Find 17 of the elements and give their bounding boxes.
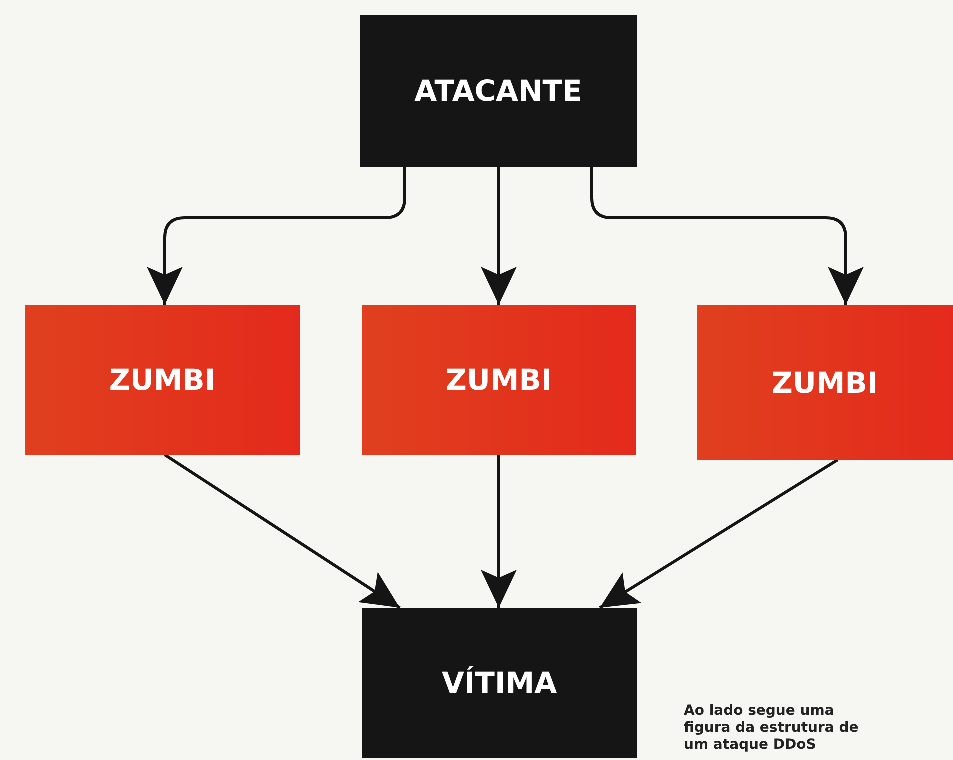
host-box bbox=[360, 15, 637, 167]
caption-text: Ao lado segue uma figura da estrutura de um ataque DDoS bbox=[684, 703, 860, 754]
zombie-box bbox=[25, 305, 300, 455]
arrow bbox=[147, 167, 406, 305]
zombie-box bbox=[362, 305, 636, 455]
arrow bbox=[590, 167, 864, 305]
zombie-box bbox=[697, 305, 953, 460]
node-label: VÍTIMA bbox=[442, 666, 558, 700]
node-label: ZUMBI bbox=[772, 366, 878, 400]
node-label: ZUMBI bbox=[446, 363, 552, 397]
arrow bbox=[164, 454, 401, 610]
arrow bbox=[599, 458, 839, 610]
node-label: ATACANTE bbox=[414, 74, 582, 108]
arrow bbox=[481, 455, 517, 608]
host-box bbox=[362, 608, 637, 758]
arrow bbox=[481, 167, 517, 305]
node-label: ZUMBI bbox=[109, 363, 216, 397]
